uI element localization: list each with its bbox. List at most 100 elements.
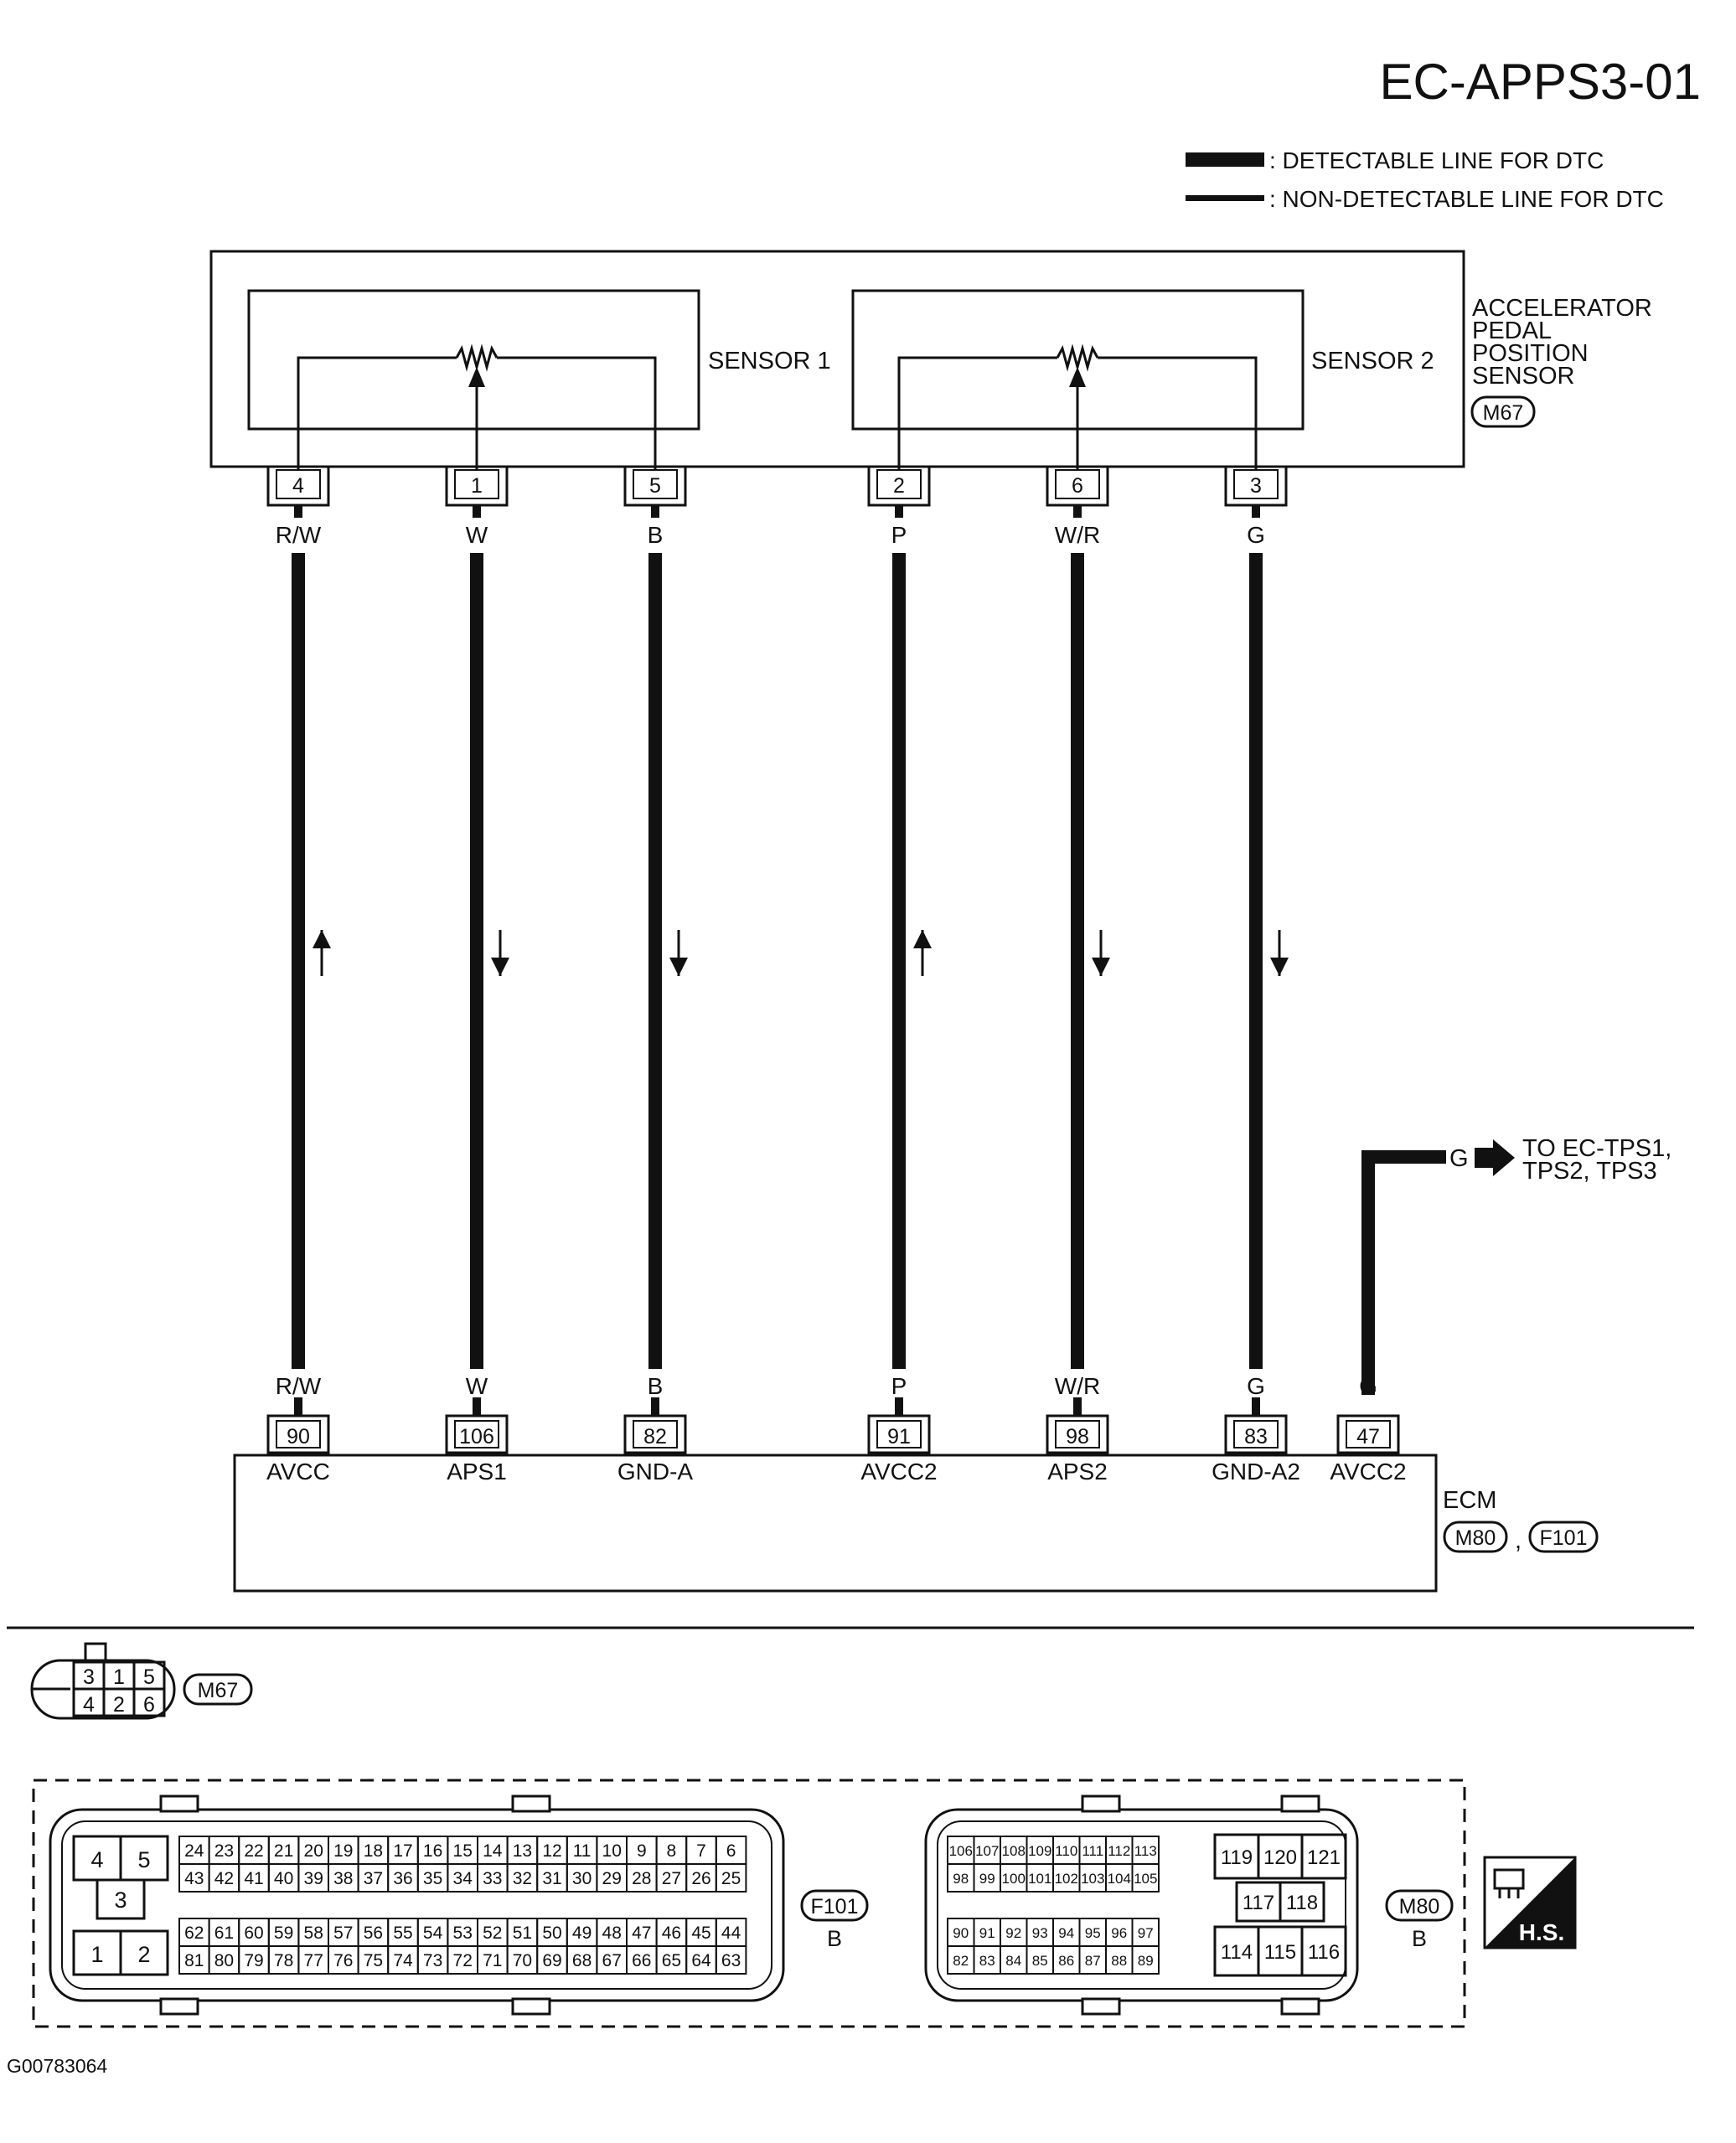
f101-pin-70: 70 (513, 1951, 532, 1970)
ecm-pin-90-number: 90 (287, 1425, 310, 1448)
wire-color-top: W (466, 522, 488, 548)
f101-pin-6: 6 (726, 1841, 736, 1861)
f101-face-color: B (827, 1926, 842, 1951)
m80-pin-93: 93 (1032, 1925, 1048, 1941)
m80-pin-82: 82 (953, 1953, 969, 1969)
f101-pin-11: 11 (573, 1841, 592, 1861)
ecm-pin-82-inner (633, 1420, 678, 1448)
sensor-pin-3-inner (1233, 469, 1279, 499)
f101-pin-41: 41 (244, 1869, 263, 1888)
ecm-pin-47-inner (1346, 1420, 1391, 1448)
sensor-pin-4-number: 4 (292, 474, 304, 498)
ecm-pin-90-inner (276, 1420, 321, 1448)
wire-color-top: R/W (276, 522, 322, 548)
f101-pin-80: 80 (214, 1951, 234, 1970)
f101-tab-bottom-left (159, 1997, 199, 2016)
m80-face-color: B (1412, 1926, 1427, 1951)
f101-pin-57: 57 (333, 1924, 353, 1943)
ecm-pin-83-number: 83 (1244, 1425, 1268, 1448)
f101-pin-73: 73 (423, 1951, 442, 1970)
arrow-down-icon (669, 958, 688, 976)
m80-pin-106: 106 (949, 1843, 973, 1859)
m80-pin-108: 108 (1002, 1843, 1026, 1859)
m80-pin-101: 101 (1028, 1871, 1051, 1887)
m80-power-pin-120: 120 (1263, 1846, 1297, 1869)
wire-color-bottom: W/R (1055, 1373, 1100, 1399)
f101-pin-72: 72 (453, 1951, 473, 1970)
f101-pin-68: 68 (572, 1951, 592, 1970)
f101-pin-45: 45 (691, 1924, 710, 1943)
f101-pin-7: 7 (696, 1841, 706, 1861)
f101-pin-60: 60 (244, 1924, 263, 1943)
m67-pin-1: 1 (113, 1665, 125, 1689)
ecm-pin-83-inner (1233, 1420, 1279, 1448)
wire-color-top: P (891, 522, 907, 548)
sensor-pin-6-inner (1055, 469, 1100, 499)
m80-face-id: M80 (1399, 1895, 1440, 1918)
m80-pin-103: 103 (1081, 1871, 1104, 1887)
f101-cell-25 (715, 1863, 747, 1893)
m80-power-cell-118 (1279, 1881, 1325, 1923)
f101-pin-49: 49 (572, 1924, 592, 1943)
m80-pin-98: 98 (953, 1871, 969, 1887)
sensor-2-wiper-arrow (1069, 367, 1086, 387)
sensor-pin-2-shell (867, 465, 931, 507)
f101-pin-64: 64 (691, 1951, 711, 1970)
page-title: EC-APPS3-01 (1380, 54, 1702, 110)
arrow-down-icon (1270, 958, 1289, 976)
f101-pin-67: 67 (602, 1951, 622, 1970)
f101-pin-40: 40 (274, 1869, 293, 1888)
m80-power-pin-119: 119 (1221, 1846, 1253, 1869)
legend-detectable-label: : DETECTABLE LINE FOR DTC (1269, 147, 1604, 173)
sensor-name-line-1: ACCELERATOR (1472, 295, 1652, 322)
m80-pin-84: 84 (1005, 1953, 1021, 1969)
sensor-pin-4-inner (276, 469, 321, 499)
m67-connector-face: 3 1 5 4 2 6 M67 (30, 1642, 253, 1720)
f101-pin-23: 23 (214, 1841, 234, 1861)
f101-pin-29: 29 (602, 1869, 622, 1888)
sensor-name-line-3: POSITION (1472, 340, 1589, 367)
sensor-1-label: SENSOR 1 (708, 348, 831, 374)
m80-face-badge (1385, 1889, 1454, 1922)
m80-power-pin-118: 118 (1286, 1892, 1318, 1914)
f101-pin-79: 79 (244, 1951, 263, 1970)
extra-wire: G TO EC-TPS1, TPS2, TPS3 G 47 AVCC2 (1330, 1135, 1671, 1485)
f101-pin-65: 65 (662, 1951, 681, 1970)
m80-power-pin-116: 116 (1308, 1941, 1340, 1964)
f101-pin-59: 59 (274, 1924, 293, 1943)
f101-pin-22: 22 (244, 1841, 263, 1861)
ecm-pin-82-number: 82 (643, 1425, 667, 1448)
ecm-connector-tags: M80 , F101 (1443, 1521, 1599, 1554)
sensor-connector-badge (1470, 395, 1536, 428)
f101-pin-71: 71 (483, 1951, 502, 1970)
connector-icon (1493, 1868, 1525, 1898)
f101-pin-18: 18 (364, 1841, 383, 1861)
f101-pin-31: 31 (542, 1869, 561, 1888)
legend-non-detectable-label: : NON-DETECTABLE LINE FOR DTC (1269, 186, 1664, 212)
ecm-connector-separator: , (1515, 1527, 1522, 1554)
legend-detectable-swatch (1186, 152, 1264, 167)
ecm-pin-106-number: 106 (459, 1425, 494, 1448)
f101-pin-8: 8 (667, 1841, 677, 1861)
ecm-pin-82-shell (623, 1414, 687, 1454)
f101-pin-35: 35 (423, 1869, 442, 1888)
f101-pin-14: 14 (483, 1841, 503, 1861)
f101-pin-10: 10 (602, 1841, 622, 1861)
f101-tab-top-left (159, 1794, 199, 1813)
ecm-pin-91-function: AVCC2 (860, 1459, 937, 1485)
f101-pin-20: 20 (304, 1841, 323, 1861)
ecm-box (233, 1454, 1438, 1593)
f101-power-pin-4: 4 (90, 1847, 103, 1872)
m67-pin-3: 3 (83, 1665, 95, 1689)
ecm-pin-83-function: GND-A2 (1212, 1459, 1300, 1485)
extra-wire-color-bottom: G (1359, 1373, 1377, 1399)
arrow-up-icon (313, 930, 331, 948)
f101-pin-62: 62 (184, 1924, 204, 1943)
m80-pin-97: 97 (1138, 1925, 1154, 1941)
f101-pin-78: 78 (274, 1951, 293, 1970)
arrow-down-icon (491, 958, 509, 976)
